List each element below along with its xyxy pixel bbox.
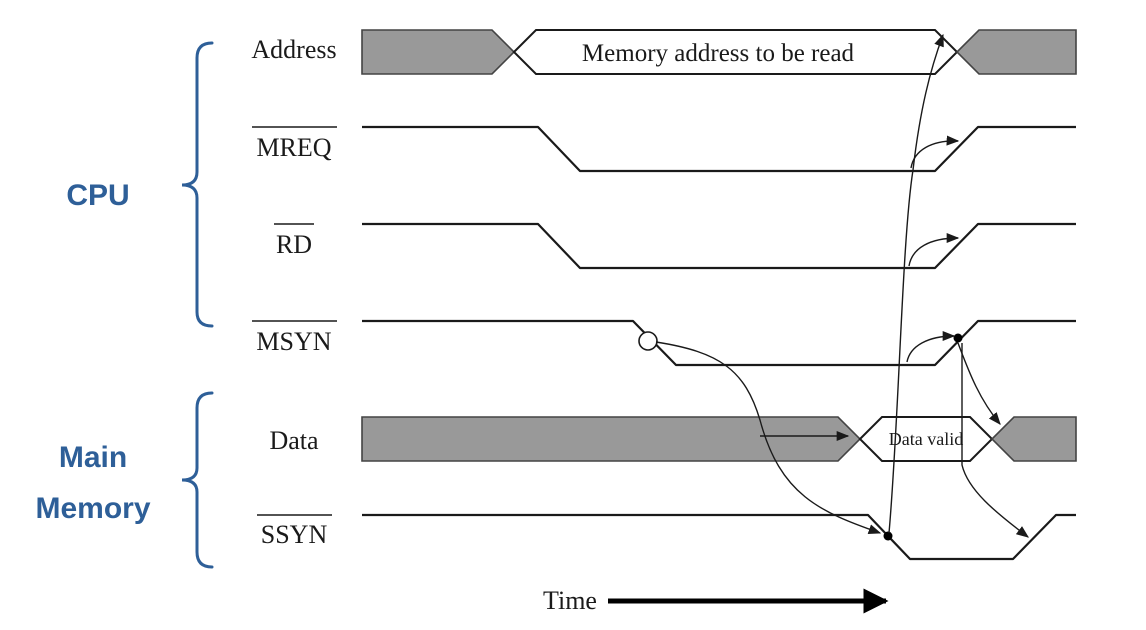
ssyn-signal-label: SSYN bbox=[261, 520, 328, 549]
time-label: Time bbox=[543, 586, 597, 615]
data-bus-invalid-start bbox=[361, 416, 862, 462]
msyn-to-data-arrow bbox=[957, 342, 1001, 425]
mreq-signal-label: MREQ bbox=[256, 133, 331, 162]
memory-group-label-line1: Main bbox=[59, 441, 127, 474]
ssyn-to-rd-arrow bbox=[908, 232, 960, 267]
memory-group-label-line2: Memory bbox=[35, 492, 150, 525]
ssyn-waveform bbox=[362, 513, 1076, 561]
memory-brace bbox=[181, 391, 214, 569]
mreq-waveform bbox=[362, 125, 1076, 173]
msyn-to-ssyn-arrow bbox=[655, 341, 882, 535]
address-bus-invalid-end bbox=[955, 29, 1077, 75]
address-window-label: Memory address to be read bbox=[582, 40, 855, 67]
ssyn-to-address-arrow bbox=[888, 33, 944, 534]
msyn-release-dot bbox=[953, 333, 963, 343]
ssyn-assert-dot bbox=[883, 531, 893, 541]
rd-signal-label: RD bbox=[276, 230, 312, 259]
address-signal-label: Address bbox=[251, 35, 336, 64]
msyn-to-ssyn-release-arrow bbox=[961, 343, 1030, 538]
data-bus-invalid-end bbox=[990, 416, 1077, 462]
cpu-group-label: CPU bbox=[66, 179, 129, 212]
msyn-signal-label: MSYN bbox=[256, 327, 331, 356]
data-window-label: Data valid bbox=[889, 429, 963, 449]
ssyn-to-msyn-arrow bbox=[906, 330, 956, 363]
cpu-brace bbox=[181, 41, 214, 328]
ssyn-to-mreq-arrow bbox=[910, 135, 960, 169]
msyn-trigger-circle bbox=[638, 331, 658, 351]
address-bus-invalid-start bbox=[361, 29, 516, 75]
rd-waveform bbox=[362, 222, 1076, 270]
data-signal-label: Data bbox=[269, 426, 319, 455]
msyn-waveform bbox=[362, 319, 1076, 367]
